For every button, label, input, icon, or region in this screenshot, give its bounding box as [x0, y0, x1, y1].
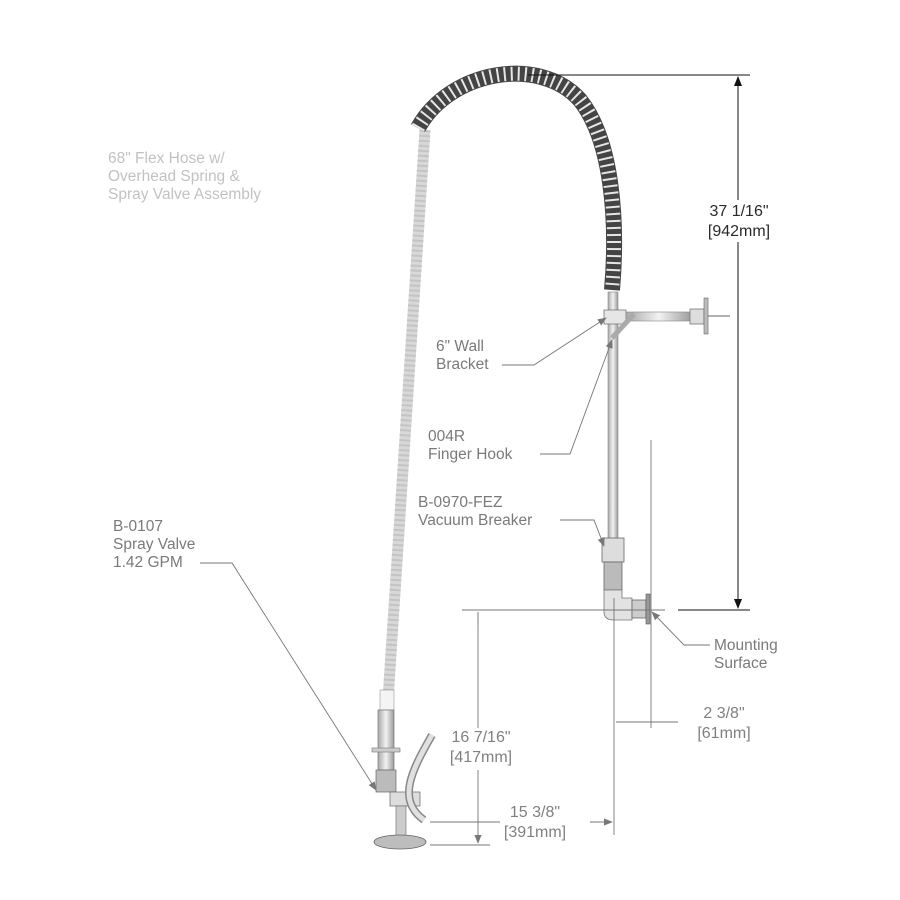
callout-mounting-surface: Mounting Surface	[714, 637, 778, 672]
spray-valve	[371, 689, 436, 850]
leader-vacuum-breaker	[560, 519, 605, 547]
leader-wall-bracket	[502, 317, 607, 366]
dimension-lines-gray	[430, 440, 678, 846]
dimension-valve-height-label: 16 7/16" [417mm]	[436, 728, 526, 768]
leader-spray-valve	[200, 562, 377, 791]
dimension-reach-label: 15 3/8" [391mm]	[503, 804, 567, 841]
dimension-wall-offset-label: 2 3/8" [61mm]	[697, 705, 751, 742]
callout-wall-bracket: 6" Wall Bracket	[436, 338, 489, 373]
dimension-overall-height	[528, 74, 750, 611]
leader-mounting-surface	[651, 611, 710, 646]
callout-vacuum-breaker: B-0970-FEZ Vacuum Breaker	[418, 494, 533, 529]
dimension-overall-height-label: 37 1/16" [942mm]	[694, 202, 784, 242]
leader-finger-hook	[540, 339, 613, 455]
flex-hose	[382, 129, 431, 701]
wall-bracket	[603, 297, 730, 340]
callout-spray-valve: B-0107 Spray Valve 1.42 GPM	[113, 518, 196, 571]
overhead-spring	[410, 65, 623, 291]
callout-finger-hook: 004R Finger Hook	[428, 428, 513, 463]
vacuum-breaker	[601, 537, 651, 625]
callout-flex-hose: 68" Flex Hose w/ Overhead Spring & Spray…	[108, 150, 262, 203]
